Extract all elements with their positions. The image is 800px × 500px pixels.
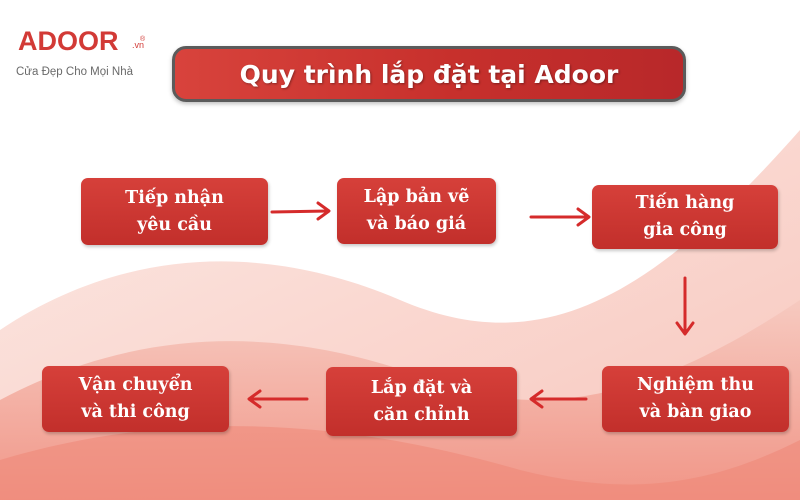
arrow-left-icon: [247, 389, 309, 409]
step-receive-request: Tiếp nhận yêu cầu: [81, 178, 268, 245]
logo-domain-suffix: .vn: [132, 40, 145, 50]
step-drawing-quote: Lập bản vẽ và báo giá: [337, 178, 496, 244]
arrow-left-icon: [529, 389, 588, 409]
step-transport-construct: Vận chuyển và thi công: [42, 366, 229, 432]
logo-wordmark: ADOOR: [18, 26, 119, 56]
step-label: Lắp đặt và căn chỉnh: [370, 377, 473, 425]
step-install-adjust: Lắp đặt và căn chỉnh: [326, 367, 517, 436]
logo-tagline: Cửa Đẹp Cho Mọi Nhà: [16, 66, 133, 78]
registered-mark: ®: [140, 36, 146, 43]
arrow-right-icon: [529, 207, 591, 227]
step-label: Nghiệm thu và bàn giao: [637, 375, 754, 422]
title-banner: Quy trình lắp đặt tại Adoor: [172, 46, 686, 102]
step-label: Lập bản vẽ và báo giá: [363, 187, 470, 234]
step-label: Tiếp nhận yêu cầu: [125, 187, 224, 235]
page-title: Quy trình lắp đặt tại Adoor: [239, 59, 619, 89]
step-label: Vận chuyển và thi công: [78, 375, 193, 422]
arrow-down-icon: [675, 276, 695, 336]
brand-logo[interactable]: ADOOR .vn ® Cửa Đẹp Cho Mọi Nhà: [14, 26, 154, 86]
step-acceptance-handover: Nghiệm thu và bàn giao: [602, 366, 789, 432]
step-fabrication: Tiến hàng gia công: [592, 185, 778, 249]
step-label: Tiến hàng gia công: [635, 193, 735, 240]
arrow-right-icon: [270, 201, 331, 221]
